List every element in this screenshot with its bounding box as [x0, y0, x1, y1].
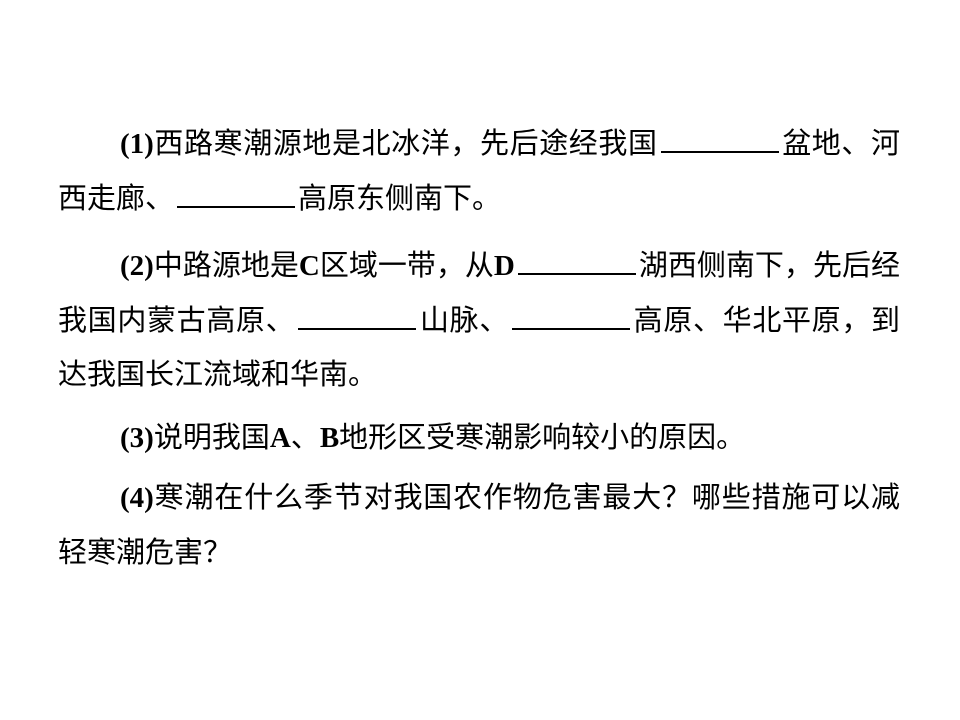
question-number: (1) — [120, 128, 154, 160]
question-number: (2) — [120, 250, 154, 282]
question-text: 湖西侧南下，先后经我国内蒙古高原、 — [58, 248, 900, 337]
question-text: 寒潮在什么季节对我国农作物危害最大？哪些措施可以减轻寒潮危害？ — [58, 480, 900, 569]
question-text: 区域一带，从 — [319, 248, 494, 282]
answer-blank[interactable] — [512, 304, 630, 330]
question-text: 说明我国 — [153, 420, 270, 454]
region-letter: B — [319, 422, 340, 454]
question-1: (1)西路寒潮源地是北冰洋，先后途经我国盆地、河西走廊、高原东侧南下。 — [58, 116, 900, 225]
question-4: (4)寒潮在什么季节对我国农作物危害最大？哪些措施可以减轻寒潮危害？ — [58, 470, 900, 579]
question-number: (3) — [120, 422, 154, 454]
question-text: 盆地、河西走廊、 — [58, 126, 900, 215]
question-3: (3)说明我国A、B地形区受寒潮影响较小的原因。 — [58, 410, 900, 465]
question-text: 地形区受寒潮影响较小的原因。 — [339, 420, 746, 454]
question-text: 西路寒潮源地是北冰洋，先后途经我国 — [153, 126, 658, 160]
answer-blank[interactable] — [298, 304, 417, 330]
question-text: 高原、华北平原，到达我国长江流域和华南。 — [58, 303, 900, 391]
answer-blank[interactable] — [660, 127, 779, 153]
question-number: (4) — [120, 482, 154, 514]
answer-blank[interactable] — [177, 182, 296, 208]
question-text: 中路源地是 — [153, 248, 299, 282]
question-text: 高原东侧南下。 — [298, 181, 502, 215]
answer-blank[interactable] — [517, 249, 636, 275]
question-text: 山脉、 — [419, 303, 509, 337]
region-letter: C — [298, 250, 320, 282]
region-letter: D — [493, 250, 515, 282]
question-text: 、 — [290, 420, 320, 454]
region-letter: A — [269, 422, 291, 454]
